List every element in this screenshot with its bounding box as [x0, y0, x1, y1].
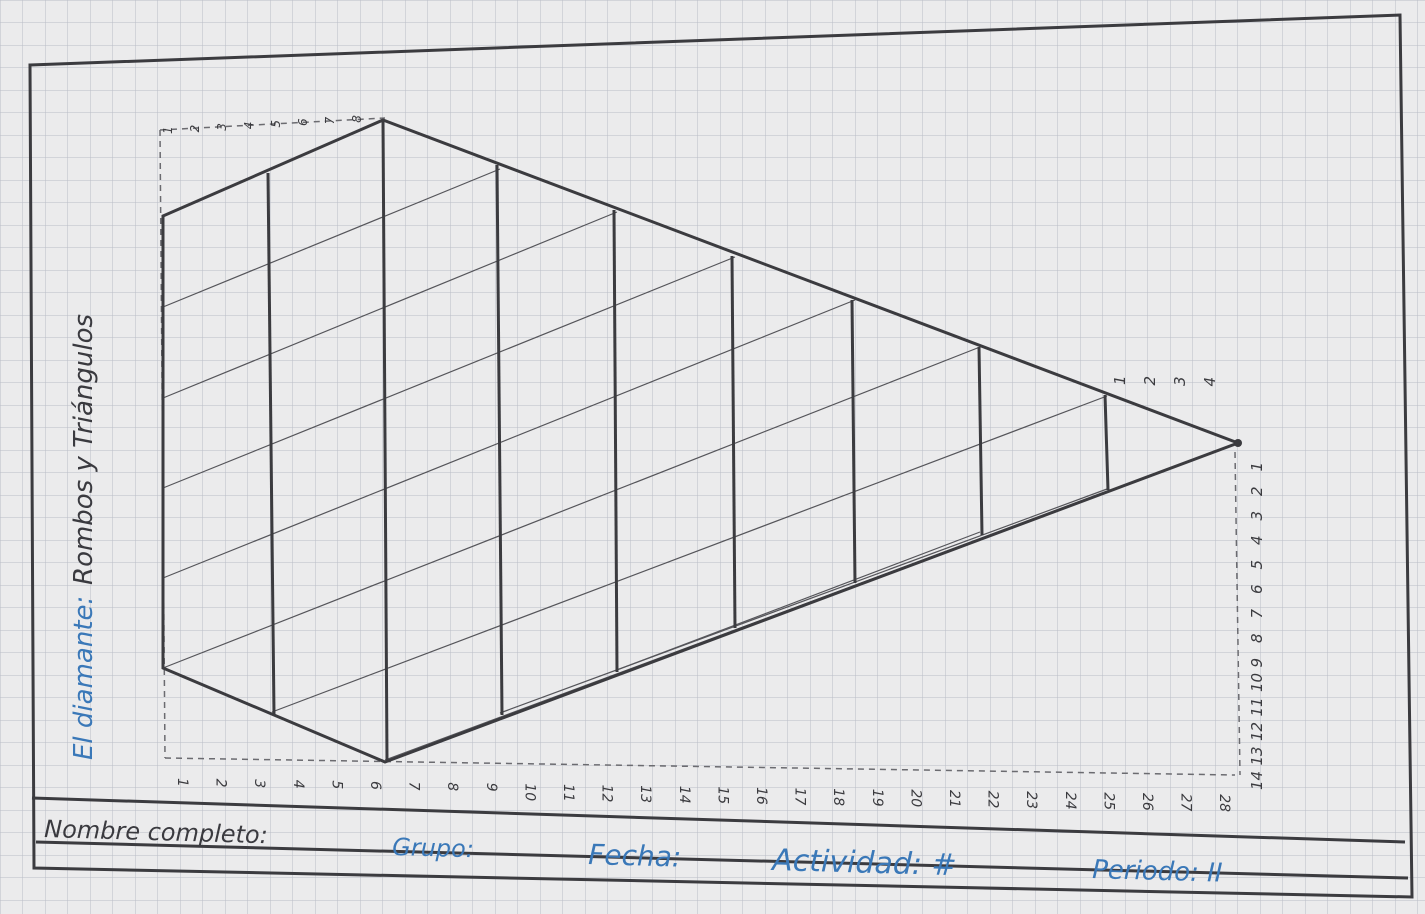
scale-label: 9 — [483, 783, 499, 792]
footer-group-label: Grupo: — [392, 833, 474, 863]
scale-label: 14 — [676, 786, 692, 804]
scale-label: 1 — [161, 126, 175, 134]
scale-label: 25 — [1100, 792, 1116, 810]
scale-bottom-dashed — [164, 757, 1236, 776]
title-prefix: El diamante: — [69, 596, 99, 760]
scale-label: 7 — [1248, 609, 1266, 619]
scale-label: 12 — [599, 785, 615, 803]
scale-label: 4 — [1248, 535, 1266, 545]
scale-label: 2 — [1248, 486, 1266, 496]
scale-label: 2 — [213, 779, 229, 788]
scale-label: 10 — [1248, 673, 1266, 692]
scale-label: 16 — [753, 787, 769, 805]
scale-label: 26 — [1139, 793, 1155, 811]
footer-divider-bottom — [35, 840, 1409, 880]
scale-label: 5 — [269, 120, 283, 128]
scale-label: 27 — [1178, 794, 1194, 812]
scale-label: 11 — [1248, 697, 1266, 716]
scale-label: 5 — [1248, 560, 1266, 570]
scale-label: 17 — [792, 788, 808, 806]
footer-activity-label: Actividad: # — [770, 843, 957, 883]
scale-label: 6 — [296, 118, 310, 126]
construction-lines — [162, 168, 1239, 761]
scale-label: 21 — [946, 790, 962, 808]
scale-label: 14 — [1248, 771, 1266, 790]
scale-label: 7 — [323, 116, 337, 124]
scale-label: 18 — [830, 788, 846, 806]
scale-label: 8 — [350, 115, 364, 123]
scale-top-dashed — [159, 117, 386, 131]
scale-label: 11 — [560, 784, 576, 802]
scale-label: 4 — [1201, 377, 1219, 387]
title-subject: Rombos y Triángulos — [69, 314, 99, 585]
diamond-tip-point — [1234, 439, 1242, 447]
scale-right-dashed — [1234, 451, 1241, 776]
top-scale-labels: 1 2 3 4 5 6 7 8 — [161, 115, 364, 134]
scale-label: 20 — [907, 789, 923, 807]
scale-label: 7 — [406, 782, 422, 791]
footer-period-label: Periodo: II — [1092, 855, 1223, 889]
scale-label: 13 — [1248, 746, 1266, 765]
right-scale-labels: 14 13 12 11 10 9 8 7 6 5 4 3 2 1 — [1248, 462, 1266, 790]
diamond-outline — [161, 118, 1243, 764]
scale-label: 6 — [1248, 584, 1266, 594]
scale-label: 10 — [521, 783, 537, 801]
scale-label: 15 — [714, 786, 730, 804]
footer-divider-top — [31, 796, 1406, 844]
scale-label: 28 — [1216, 794, 1232, 812]
scale-label: 2 — [188, 125, 202, 133]
scale-label: 3 — [1171, 376, 1189, 386]
scale-label: 24 — [1062, 792, 1078, 810]
scale-label: 1 — [1248, 462, 1266, 472]
scale-label: 12 — [1248, 722, 1266, 741]
scale-label: 2 — [1141, 376, 1159, 386]
scale-label: 19 — [869, 789, 885, 807]
scale-label: 13 — [637, 785, 653, 803]
scale-label: 4 — [242, 122, 256, 130]
scale-label: 9 — [1248, 658, 1266, 668]
footer-date-label: Fecha: — [588, 838, 682, 874]
scale-label: 8 — [444, 782, 460, 791]
footer-name-label: Nombre completo: — [44, 815, 268, 849]
scale-label: 1 — [174, 778, 190, 787]
tip-scale-labels: 1 2 3 4 — [1111, 375, 1219, 386]
page-frame — [28, 13, 1414, 899]
scale-label: 4 — [290, 780, 306, 789]
scale-label: 22 — [985, 791, 1001, 809]
scale-label: 3 — [251, 779, 267, 788]
scale-label: 8 — [1248, 633, 1266, 643]
scale-label: 1 — [1111, 375, 1129, 385]
scale-label: 3 — [1248, 511, 1266, 521]
vertical-divisions — [266, 119, 1110, 761]
scale-label: 23 — [1023, 791, 1039, 809]
scale-label: 6 — [367, 781, 383, 790]
scale-label: 5 — [328, 780, 344, 789]
scale-left-dashed — [159, 129, 166, 759]
scale-label: 3 — [215, 123, 229, 131]
